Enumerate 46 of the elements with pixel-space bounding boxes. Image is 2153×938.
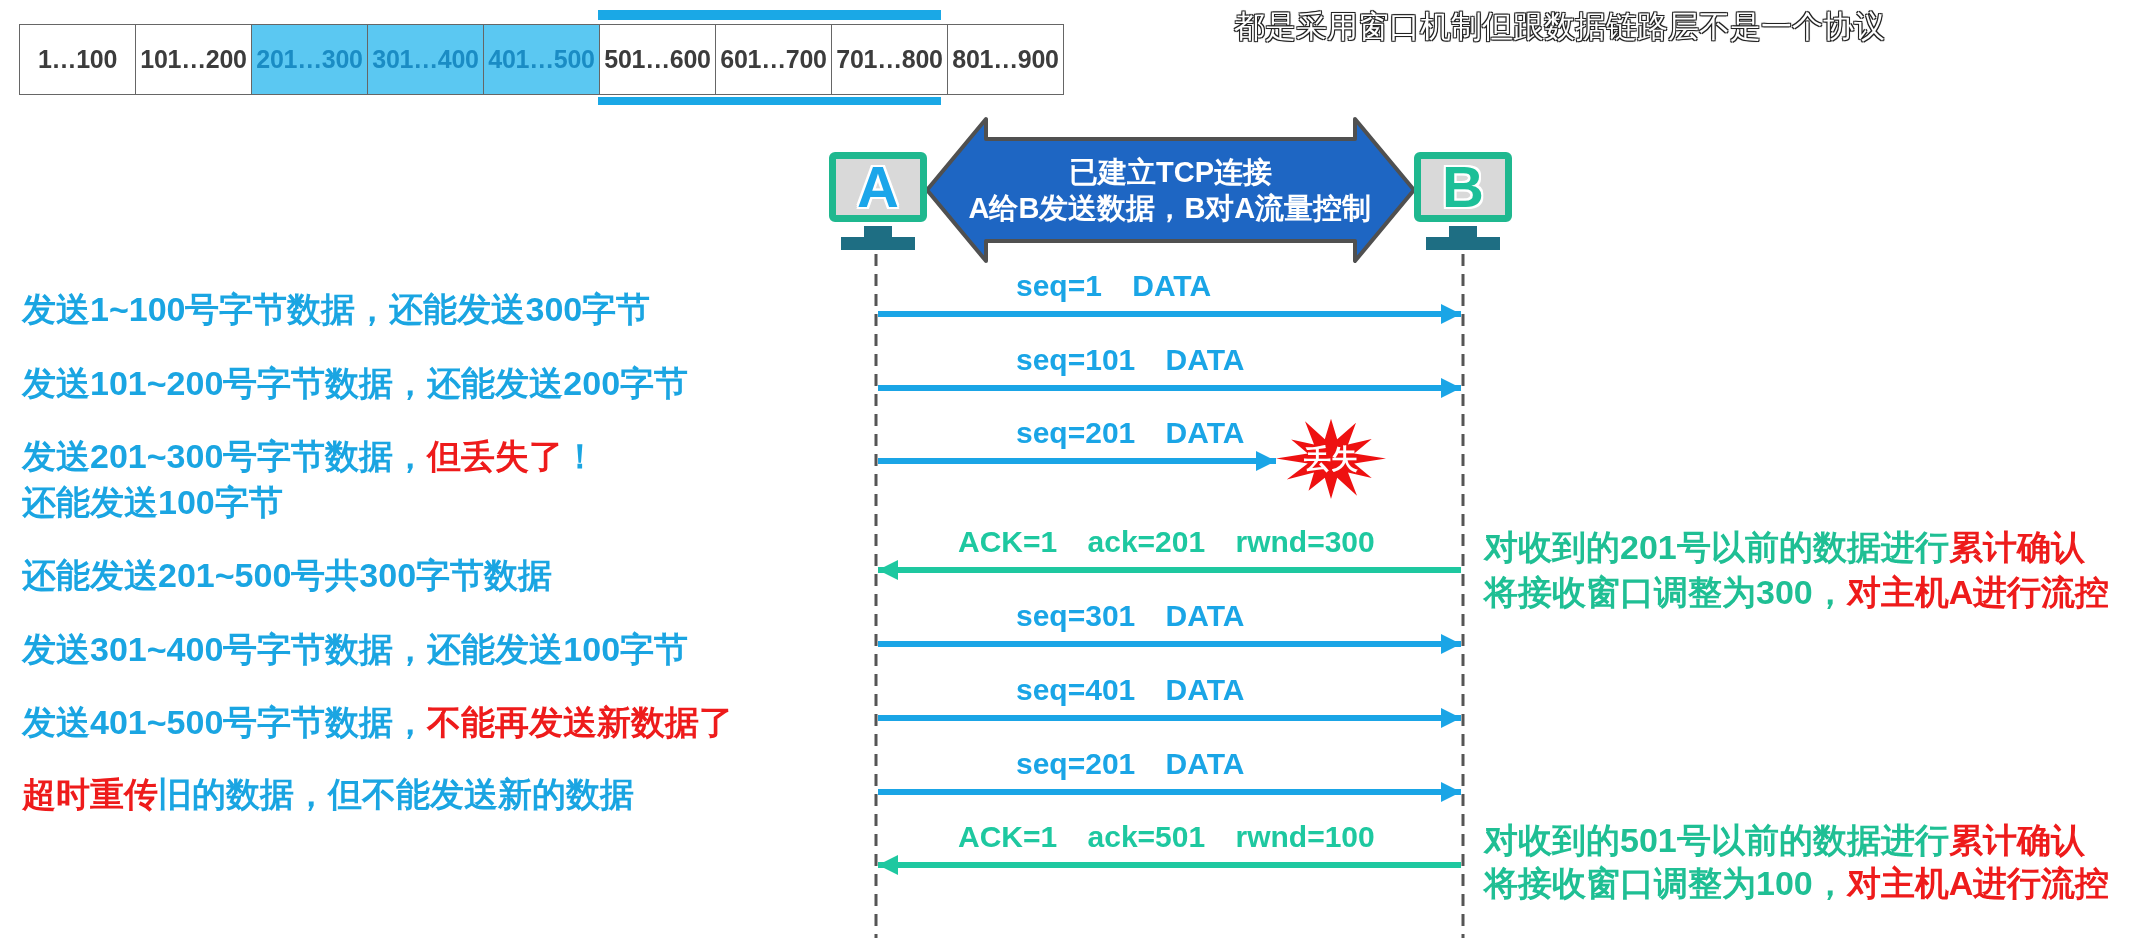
host-monitor: B bbox=[1414, 152, 1512, 222]
message-arrow bbox=[878, 304, 1461, 324]
message-arrow bbox=[878, 855, 1461, 875]
arrow-label: A给B发送数据，B对A流量控制 bbox=[968, 191, 1372, 226]
byte-range-cell: 201…300 bbox=[251, 24, 368, 95]
byte-range-cell: 301…400 bbox=[367, 24, 484, 95]
annotation-text: 发送401~500号字节数据，不能再发送新数据了 bbox=[22, 702, 734, 742]
byte-range-cell: 1…100 bbox=[19, 24, 136, 95]
arrow-label: 已建立TCP连接 bbox=[1069, 155, 1272, 190]
lifeline bbox=[1461, 254, 1465, 938]
loss-text: 丢失 bbox=[1304, 443, 1358, 474]
message-arrow bbox=[878, 560, 1461, 580]
message-arrow bbox=[878, 634, 1461, 654]
byte-range-cell: 701…800 bbox=[831, 24, 948, 95]
double-arrow bbox=[925, 117, 1416, 263]
byte-range-cell: 501…600 bbox=[599, 24, 716, 95]
annotation-text: 对收到的501号以前的数据进行累计确认 bbox=[1484, 820, 2085, 860]
message-label: seq=201 DATA bbox=[1016, 416, 1245, 450]
annotation-text: 发送201~300号字节数据，但丢失了！ bbox=[22, 436, 598, 476]
message-arrow bbox=[878, 708, 1461, 728]
annotation-text: 发送101~200号字节数据，还能发送200字节 bbox=[22, 363, 689, 403]
message-arrow bbox=[878, 378, 1461, 398]
message-label: ACK=1 ack=201 rwnd=300 bbox=[958, 525, 1375, 559]
annotation-text: 将接收窗口调整为300，对主机A进行流控 bbox=[1484, 572, 2110, 612]
annotation-text: 发送301~400号字节数据，还能发送100字节 bbox=[22, 629, 689, 669]
annotation-text: 还能发送201~500号共300字节数据 bbox=[22, 555, 553, 595]
message-label: seq=1 DATA bbox=[1016, 269, 1212, 303]
message-arrow bbox=[878, 782, 1461, 802]
message-arrow bbox=[878, 451, 1276, 471]
annotation-text: 将接收窗口调整为100，对主机A进行流控 bbox=[1484, 863, 2110, 903]
annotation-text: 还能发送100字节 bbox=[22, 482, 283, 522]
byte-range-cell: 801…900 bbox=[947, 24, 1064, 95]
message-label: ACK=1 ack=501 rwnd=100 bbox=[958, 820, 1375, 854]
byte-range-cell: 101…200 bbox=[135, 24, 252, 95]
byte-range-cell: 601…700 bbox=[715, 24, 832, 95]
annotation-text: 超时重传旧的数据，但不能发送新的数据 bbox=[22, 774, 634, 814]
message-label: seq=101 DATA bbox=[1016, 343, 1245, 377]
lifeline bbox=[874, 254, 878, 938]
subtitle-text: 都是采用窗口机制但跟数据链路层不是一个协议 bbox=[1234, 9, 1885, 45]
message-label: seq=401 DATA bbox=[1016, 673, 1245, 707]
annotation-text: 发送1~100号字节数据，还能发送300字节 bbox=[22, 289, 651, 329]
message-label: seq=201 DATA bbox=[1016, 747, 1245, 781]
byte-range-cell: 401…500 bbox=[483, 24, 600, 95]
message-label: seq=301 DATA bbox=[1016, 599, 1245, 633]
annotation-text: 对收到的201号以前的数据进行累计确认 bbox=[1484, 527, 2085, 567]
host-monitor: A bbox=[829, 152, 927, 222]
